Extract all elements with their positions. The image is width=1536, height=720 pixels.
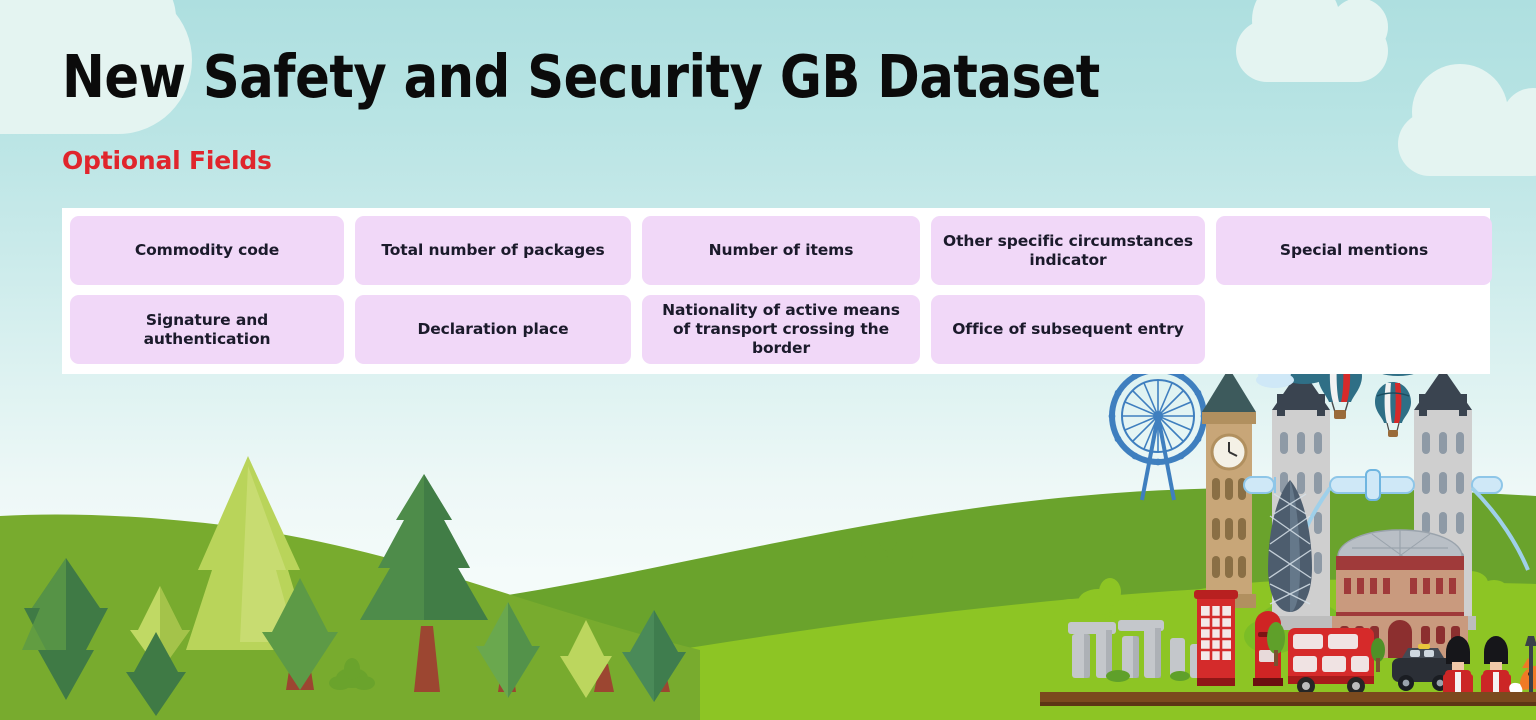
pine-tree-dark-2-highlight — [22, 558, 66, 650]
field-cell-commodity-code[interactable]: Commodity code — [70, 216, 344, 285]
pine-tree-dark-1-shade — [424, 474, 488, 620]
field-cell-total-number-of-packages[interactable]: Total number of packages — [355, 216, 631, 285]
double-decker-bus-icon — [1288, 628, 1374, 695]
pine-tree-light-1-highlight — [240, 466, 296, 642]
pine-tree-dark-3 — [126, 632, 186, 716]
landscape-illustration — [0, 342, 1536, 720]
field-cell-other-specific-circumstances-indicator[interactable]: Other specific circumstances indicator — [931, 216, 1205, 285]
pine-tree-light-2-shade — [160, 586, 190, 672]
ground-strip-brown-shadow — [1040, 702, 1536, 708]
pine-tree-mid-1 — [262, 578, 338, 690]
london-eye-icon — [1108, 366, 1208, 501]
royal-albert-hall-icon — [1332, 529, 1468, 658]
bush-cluster-back — [839, 525, 913, 565]
optional-fields-table: Commodity code Total number of packages … — [62, 208, 1492, 374]
page-title: New Safety and Security GB Dataset — [62, 42, 1100, 111]
field-cell-number-of-items[interactable]: Number of items — [642, 216, 920, 285]
field-cell-signature-and-authentication[interactable]: Signature and authentication — [70, 295, 344, 364]
field-cell-office-of-subsequent-entry[interactable]: Office of subsequent entry — [931, 295, 1205, 364]
queens-guard-icon-2 — [1481, 636, 1511, 714]
red-telephone-box-icon — [1194, 590, 1238, 686]
cloud-icon-title — [0, 0, 192, 134]
field-cell-declaration-place[interactable]: Declaration place — [355, 295, 631, 364]
table-row-2: Signature and authentication Declaration… — [70, 295, 1482, 364]
section-subtitle: Optional Fields — [62, 146, 272, 175]
black-cab-icon — [1392, 644, 1452, 691]
table-row-1: Commodity code Total number of packages … — [70, 216, 1492, 285]
grass-strip-bottom — [1040, 706, 1536, 720]
small-tree-skyline-1 — [1267, 622, 1285, 666]
pine-forest-group — [22, 456, 686, 716]
pine-tree-light-3 — [560, 620, 612, 698]
big-ben-icon — [1202, 342, 1256, 608]
pine-tree-dark-4-shade — [654, 610, 686, 702]
the-gherkin-icon — [1268, 480, 1312, 612]
shrub-icon-left — [329, 658, 375, 690]
pine-tree-mid-2-shade — [508, 602, 540, 698]
small-tree-skyline-2 — [1371, 638, 1385, 672]
cloud-icon-top-right-1 — [1236, 0, 1388, 82]
cloud-icon-top-right-2 — [1398, 64, 1536, 176]
field-cell-special-mentions[interactable]: Special mentions — [1216, 216, 1492, 285]
london-skyline-group — [1040, 342, 1536, 720]
hot-air-balloon-icon-2 — [1375, 382, 1411, 437]
tower-bridge-span — [1243, 469, 1530, 571]
field-cell-empty — [1216, 295, 1492, 364]
field-cell-nationality-of-active-means-of-transport[interactable]: Nationality of active means of transport… — [642, 295, 920, 364]
